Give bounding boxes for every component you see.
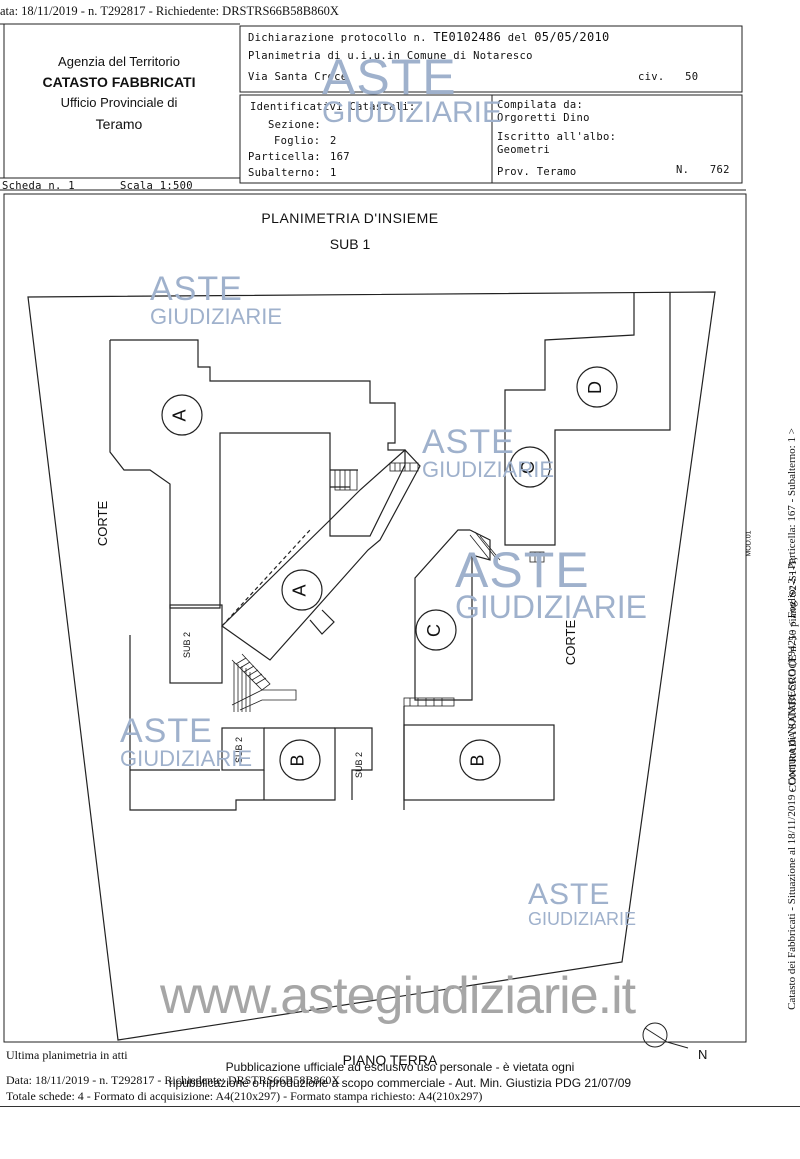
building-a-diagonal: [221, 449, 421, 661]
protocol-line: Dichiarazione protocollo n. TE0102486 de…: [248, 30, 610, 44]
watermark-logo: ASTE GIUDIZIARIE: [528, 878, 637, 929]
particella-label: Particella:: [248, 151, 321, 163]
catasto-title: CATASTO FABBRICATI: [42, 74, 196, 90]
protocol-date: 05/05/2010: [534, 30, 610, 44]
footer-totale-line: Totale schede: 4 - Formato di acquisizio…: [6, 1089, 483, 1103]
room-label-a2: A: [289, 584, 310, 597]
sezione-label: Sezione:: [268, 119, 321, 131]
compiled-value: Orgoretti Dino: [497, 112, 590, 124]
address: Via Santa Croce: [248, 71, 348, 83]
lot-boundary: [27, 291, 716, 1041]
agency-block: Agenzia del Territorio CATASTO FABBRICAT…: [8, 24, 230, 180]
watermark-logo: ASTE GIUDIZIARIE: [422, 423, 555, 482]
plan-title: PLANIMETRIA D'INSIEME: [261, 210, 439, 226]
label-circle-a1: [161, 394, 203, 436]
foglio-label: Foglio:: [274, 135, 321, 147]
top-request-line: ata: 18/11/2019 - n. T292817 - Richieden…: [0, 4, 339, 18]
label-circle-b1: [279, 739, 321, 781]
label-circle-c1: [509, 446, 551, 488]
agency-name: Agenzia del Territorio: [58, 54, 180, 69]
sub2-label-right: SUB 2: [354, 751, 365, 779]
province-line: Prov. Teramo: [497, 166, 577, 178]
subalterno-label: Subalterno:: [248, 167, 321, 179]
foglio-value: 2: [330, 135, 337, 147]
floor-plan: [27, 291, 716, 1049]
room-label-d: D: [585, 381, 605, 394]
room-label-a1: A: [169, 409, 190, 422]
label-circle-a2: [281, 569, 323, 611]
ufficio-label: Ufficio Provinciale di: [60, 95, 178, 110]
last-plan-note: Ultima planimetria in atti: [6, 1048, 128, 1062]
side-text-line2: CONTRADA SANTA CROCE n. 50 piano: S2-S1-…: [787, 557, 799, 793]
watermark-logo: ASTE GIUDIZIARIE: [150, 270, 283, 329]
room-label-b2: B: [467, 754, 488, 767]
plan-subtitle: SUB 1: [329, 236, 371, 252]
label-circle-c2: [415, 609, 457, 651]
compiled-label: Compilata da:: [497, 99, 584, 111]
label-circle-d: [576, 366, 618, 408]
protocol-number: TE0102486: [433, 30, 502, 44]
north-arrow-icon: [642, 1022, 689, 1049]
watermark-url: www.astegiudiziarie.it: [160, 967, 636, 1025]
corte-left-label: CORTE: [95, 500, 111, 547]
corte-right-label: CORTE: [563, 619, 579, 666]
building-c: [414, 529, 491, 701]
publication-line2: ripubblicazione o riproduzione a scopo c…: [168, 1076, 632, 1090]
room-label-b1: B: [287, 754, 308, 767]
scale: Scala 1:500: [120, 180, 193, 192]
civic-number: civ. 50: [638, 71, 699, 83]
province-name: Teramo: [95, 116, 143, 132]
room-label-c2: C: [424, 624, 444, 637]
tiny-mark: MOD.01: [745, 530, 753, 557]
label-circle-b2: [459, 739, 501, 781]
header-frame: [0, 23, 747, 1043]
subalterno-value: 1: [330, 167, 337, 179]
albo-number: N. 762: [676, 164, 730, 176]
particella-value: 167: [330, 151, 350, 163]
plan-municipality: Planimetria di u.i.u.in Comune di Notare…: [248, 50, 533, 62]
building-b-left: [129, 727, 373, 811]
watermark-logo: ASTE GIUDIZIARIE: [455, 542, 648, 625]
sub2-label-left: SUB 2: [182, 631, 193, 659]
building-a-north: [109, 339, 406, 609]
building-d: [504, 292, 671, 546]
watermark-logo: ASTE GIUDIZIARIE: [120, 712, 253, 771]
sub2-left-block: [169, 604, 223, 684]
north-label: N: [698, 1047, 708, 1062]
scheda-number: Scheda n. 1: [2, 180, 75, 192]
publication-line1: Pubblicazione ufficiale ad esclusivo uso…: [225, 1060, 575, 1074]
identifiers-title: Identificativi Catastali:: [250, 101, 416, 113]
footer-data-line: Data: 18/11/2019 - n. T292817 - Richiede…: [6, 1073, 340, 1087]
floor-label: PIANO TERRA: [342, 1052, 438, 1068]
footer-divider: [0, 1106, 800, 1107]
albo-value: Geometri: [497, 144, 550, 156]
watermark-logo: ASTE GIUDIZIARIE: [322, 49, 503, 129]
albo-label: Iscritto all'albo:: [497, 131, 617, 143]
